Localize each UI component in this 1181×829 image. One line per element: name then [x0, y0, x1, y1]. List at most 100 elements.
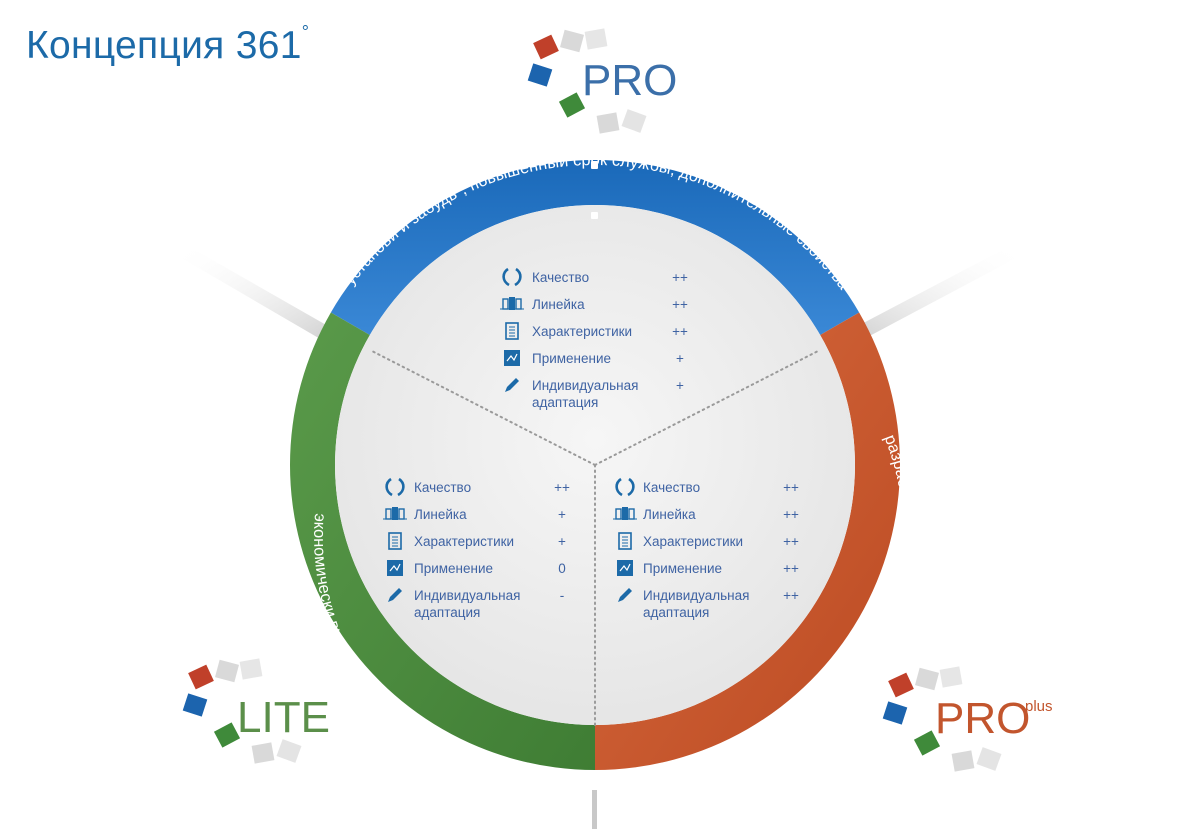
emblem-tile: [621, 109, 647, 133]
page-title-text: Концепция 361: [26, 24, 302, 67]
panel-row: Линейка +: [383, 507, 566, 522]
row-value: ++: [672, 297, 688, 312]
ring-ticks: [318, 161, 873, 641]
row-label: Индивидуальная: [414, 588, 520, 603]
panel-lite: Качество ++ Линейка + Характеристики + Примене…: [383, 477, 570, 620]
tick-top-outer: [591, 161, 598, 169]
pencil-icon: [388, 588, 402, 602]
logo-lite-text: LITE: [237, 693, 330, 742]
emblem-tile: [915, 667, 939, 691]
row-label: Линейка: [532, 297, 585, 312]
emblem-pro: [527, 28, 647, 134]
emblem-tile: [251, 742, 275, 764]
row-label-line2: адаптация: [643, 605, 709, 620]
emblem-tile: [188, 664, 214, 690]
application-icon: [387, 560, 403, 576]
emblem-lite: [182, 658, 302, 764]
row-label: Линейка: [643, 507, 696, 522]
row-value: ++: [672, 324, 688, 339]
emblem-tile: [939, 666, 963, 688]
logo-lite: LITE: [182, 658, 330, 764]
row-label: Характеристики: [414, 534, 514, 549]
page-title: Концепция 361°: [26, 22, 310, 68]
emblem-tile: [596, 112, 620, 134]
emblem-tile: [951, 750, 975, 772]
laurel-icon: [502, 267, 522, 287]
divider-right: [594, 349, 821, 466]
row-label: Линейка: [414, 507, 467, 522]
emblem-tile: [215, 659, 239, 683]
row-value: +: [558, 507, 566, 522]
emblem-tile: [527, 63, 553, 87]
beam-left: [178, 246, 335, 340]
row-label-line2: адаптация: [532, 395, 598, 410]
row-label: Индивидуальная: [643, 588, 749, 603]
datasheet-icon: [388, 532, 402, 550]
laurel-icon: [385, 477, 405, 497]
row-label: Качество: [643, 480, 700, 495]
ring: [290, 160, 901, 770]
emblem-tile: [182, 693, 208, 717]
ring-segment-lite: [290, 312, 595, 770]
application-icon: [617, 560, 633, 576]
dotted-dividers: [369, 349, 821, 726]
emblem-proplus: [882, 666, 1002, 772]
product-line-icon: [500, 297, 524, 310]
row-value: ++: [554, 480, 570, 495]
row-label: Применение: [414, 561, 493, 576]
row-value: -: [560, 588, 565, 603]
emblem-tile: [584, 28, 608, 50]
emblem-tile: [976, 747, 1002, 771]
emblem-tile: [558, 92, 586, 118]
row-value: ++: [672, 270, 688, 285]
panel-row: Характеристики ++: [505, 322, 688, 340]
row-value: ++: [783, 588, 799, 603]
panel-row: Индивидуальная адаптация ++: [618, 588, 799, 620]
row-label: Применение: [532, 351, 611, 366]
pencil-icon: [505, 378, 519, 392]
emblem-tile: [882, 701, 908, 725]
panel-row: Качество ++: [385, 477, 570, 497]
laurel-icon: [615, 477, 635, 497]
tick-right: [866, 633, 873, 641]
row-label: Применение: [643, 561, 722, 576]
emblem-tile: [888, 672, 914, 698]
ring-segment-proplus: [595, 312, 901, 770]
panel-row: Применение 0: [387, 560, 566, 576]
ring-segment-pro: [330, 160, 860, 335]
panel-row: Качество ++: [502, 267, 688, 287]
logo-pro-text: PRO: [582, 56, 677, 105]
emblem-tile: [560, 29, 584, 53]
product-line-icon: [383, 507, 407, 520]
emblem-tile: [213, 722, 241, 748]
tick-left: [318, 633, 325, 641]
row-value: 0: [558, 561, 566, 576]
row-label: Характеристики: [532, 324, 632, 339]
emblem-tile: [913, 730, 941, 756]
row-value: +: [676, 351, 684, 366]
row-label: Качество: [532, 270, 589, 285]
pencil-icon: [618, 588, 632, 602]
panel-row: Применение++: [617, 560, 799, 576]
row-label: Качество: [414, 480, 471, 495]
panel-pro: Качество ++ Линейка ++ Характеристики ++ Приме…: [500, 267, 688, 410]
row-label: Индивидуальная: [532, 378, 638, 393]
panel-row: Применение +: [504, 350, 684, 366]
degree-mark: °: [301, 22, 310, 42]
panel-proplus: Качество++Линейка++Характеристики++Приме…: [613, 477, 799, 620]
tick-top-inner: [591, 212, 598, 219]
beam-right: [850, 246, 1020, 340]
row-label-line2: адаптация: [414, 605, 480, 620]
emblem-tile: [533, 34, 559, 60]
emblem-tile: [276, 739, 302, 763]
product-line-icon: [613, 507, 637, 520]
panel-row: Линейка++: [613, 507, 799, 522]
panel-row: Индивидуальная адаптация -: [388, 588, 564, 620]
divider-left: [369, 349, 596, 466]
row-value: ++: [783, 480, 799, 495]
logo-proplus-text: PRO: [935, 694, 1030, 743]
logo-proplus-sup: plus: [1025, 698, 1053, 715]
logo-proplus: PRO plus: [882, 666, 1053, 772]
application-icon: [504, 350, 520, 366]
